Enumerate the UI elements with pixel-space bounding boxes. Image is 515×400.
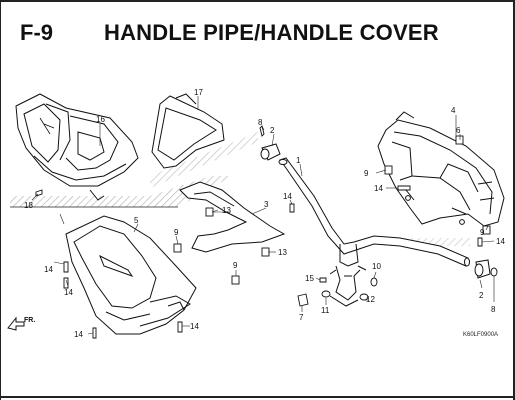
label-1: 1	[296, 156, 301, 165]
label-2-lower: 2	[479, 291, 484, 300]
page-title: HANDLE PIPE/HANDLE COVER	[104, 20, 439, 45]
label-18: 18	[24, 201, 33, 210]
label-15: 15	[305, 274, 314, 283]
front-direction-label: FR.	[24, 317, 35, 324]
label-9-d: 9	[233, 261, 238, 270]
section-ref-code: F-9	[20, 20, 53, 45]
left-border	[0, 0, 1, 400]
label-8-upper: 8	[258, 118, 263, 127]
label-9-a: 9	[364, 169, 369, 178]
figure-code: K60LF0900A	[463, 332, 498, 338]
hatched-plane-center	[150, 132, 258, 188]
label-12: 12	[366, 295, 375, 304]
top-border	[0, 0, 515, 2]
label-2-upper: 2	[270, 126, 275, 135]
label-6: 6	[456, 126, 461, 135]
part-17-inner-cover	[151, 93, 225, 169]
part-2-end-weight-left	[260, 143, 281, 161]
label-4: 4	[451, 106, 456, 115]
label-8-lower: 8	[491, 305, 496, 314]
label-9-b: 9	[480, 228, 485, 237]
part-2-end-weight-right	[474, 259, 491, 279]
front-direction-arrow: FR.	[7, 316, 35, 331]
label-11: 11	[321, 306, 330, 315]
label-9-c: 9	[174, 228, 179, 237]
part-4-rear-cover	[377, 111, 505, 227]
label-14-d: 14	[44, 265, 53, 274]
leader-lines	[31, 96, 495, 335]
label-14-f: 14	[74, 330, 83, 339]
label-10: 10	[372, 262, 381, 271]
part-5-lower-cover	[65, 215, 197, 335]
hatched-plane-left	[10, 176, 232, 207]
label-13-a: 13	[222, 206, 231, 215]
label-17: 17	[194, 88, 203, 97]
label-3: 3	[264, 200, 269, 209]
label-16: 16	[96, 115, 105, 124]
label-14-c: 14	[496, 237, 505, 246]
label-13-b: 13	[278, 248, 287, 257]
label-14-e: 14	[64, 288, 73, 297]
label-14-g: 14	[190, 322, 199, 331]
label-14-b: 14	[374, 184, 383, 193]
part-1-handle-pipe	[278, 157, 470, 307]
bottom-border	[0, 396, 515, 398]
part-16-upper-cover	[15, 93, 139, 201]
right-border	[513, 0, 515, 400]
label-5: 5	[134, 216, 139, 225]
label-7: 7	[299, 313, 304, 322]
part-3-center-frame	[179, 181, 286, 253]
hardware-items	[35, 125, 498, 339]
label-14-a: 14	[283, 192, 292, 201]
